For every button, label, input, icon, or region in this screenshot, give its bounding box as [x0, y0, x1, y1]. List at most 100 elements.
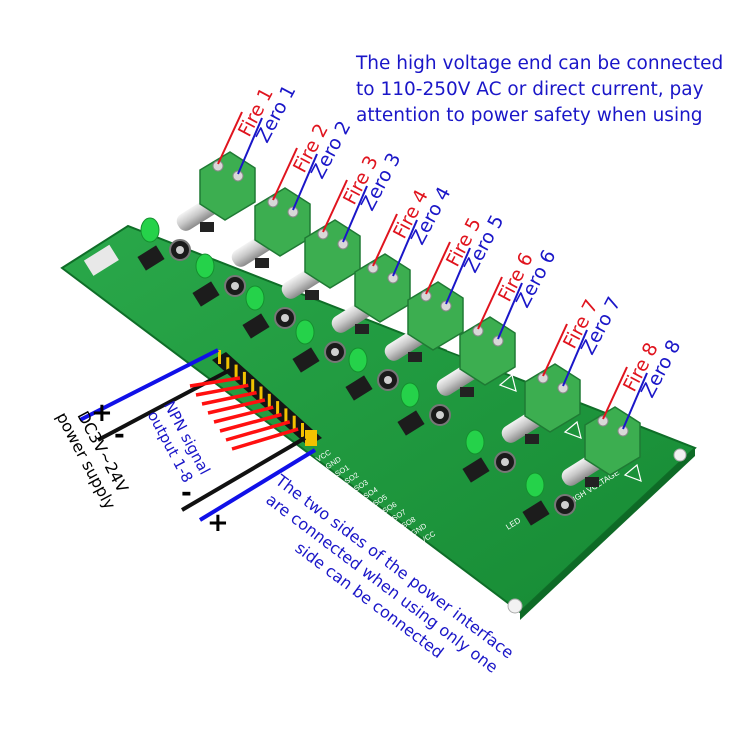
fire-pointer-line — [322, 179, 348, 233]
terminal-screw-fire — [367, 262, 379, 274]
capacitor-top — [281, 314, 289, 322]
header-pin — [292, 415, 296, 430]
signal-wire-7 — [225, 420, 291, 442]
pointer-lines — [217, 111, 648, 430]
channel-6 — [397, 316, 517, 436]
optocoupler-chip — [292, 347, 320, 373]
terminal-block — [254, 187, 311, 257]
terminal-block — [407, 281, 464, 351]
signal-wire-5 — [213, 405, 274, 424]
signal-wire-6 — [219, 412, 282, 433]
fire-pointer-line — [372, 213, 398, 267]
optocoupler-chip — [462, 457, 490, 483]
green-led — [295, 319, 315, 345]
capacitor-top — [384, 376, 392, 384]
positive-wire-bottom — [198, 448, 317, 522]
terminal-screw-fire — [420, 290, 432, 302]
zero-pointer-line — [622, 372, 648, 430]
optocoupler-chip — [397, 410, 425, 436]
signal-wire-1 — [189, 376, 241, 388]
header-pin — [234, 364, 238, 379]
green-led — [195, 253, 215, 279]
terminal-screw-zero — [557, 382, 569, 394]
terminal-screw-zero — [440, 300, 452, 312]
header-pin — [301, 423, 304, 437]
mounting-hole — [507, 598, 523, 614]
header-pin-end — [305, 430, 317, 446]
channel-2 — [192, 187, 312, 307]
channel-1 — [137, 151, 257, 271]
capacitor-top — [436, 411, 444, 419]
terminal-screw-fire — [472, 325, 484, 337]
warning-triangle-silkscreen — [498, 373, 517, 392]
signal-wire-2 — [195, 383, 249, 397]
fire-pointer-line — [272, 147, 298, 201]
triac — [408, 352, 422, 362]
fire-pointer-line — [477, 276, 503, 330]
green-led — [348, 347, 368, 373]
fire-pointer-line — [542, 323, 568, 377]
terminal-screw-zero — [617, 425, 629, 437]
mounting-hole — [673, 448, 687, 462]
zero-pointer-line — [562, 329, 588, 387]
terminal-block — [354, 253, 411, 323]
header-pin — [242, 371, 246, 386]
fire-pointer-line — [217, 111, 243, 165]
terminal-screw-fire — [597, 415, 609, 427]
terminal-screw-fire — [212, 160, 224, 172]
negative-wire-bottom — [180, 436, 307, 512]
fire-pointer-line — [602, 366, 628, 420]
terminal-block — [304, 219, 361, 289]
pcb-edge — [520, 448, 695, 620]
channel-5 — [345, 281, 465, 401]
warning-triangle-silkscreen — [623, 463, 642, 482]
plus-sign-bottom: + — [207, 508, 229, 538]
optocoupler-chip — [522, 500, 550, 526]
green-led — [400, 382, 420, 408]
plus-sign-top: + — [91, 398, 113, 428]
positive-wire-top — [79, 348, 219, 422]
zero-pointer-line — [497, 282, 523, 340]
signal-wire-3 — [201, 390, 257, 406]
terminal-screw-zero — [337, 238, 349, 250]
terminal-screw-fire — [537, 372, 549, 384]
channel-4 — [292, 253, 412, 373]
triac — [525, 434, 539, 444]
zero-pointer-line — [237, 117, 263, 175]
zero-pointer-line — [445, 247, 471, 305]
header-pin — [218, 350, 221, 364]
optocoupler-chip — [345, 375, 373, 401]
optocoupler-chip — [192, 281, 220, 307]
channel-3 — [242, 219, 362, 339]
terminal-block — [199, 151, 256, 221]
triac — [585, 477, 599, 487]
terminal-screw-zero — [387, 272, 399, 284]
green-led — [465, 429, 485, 455]
capacitor-top — [501, 458, 509, 466]
header-pin — [259, 386, 263, 401]
voltage-notice-line-1: The high voltage end can be connected — [356, 53, 724, 74]
header-pin — [276, 401, 280, 416]
header-pin — [251, 379, 255, 394]
triac — [255, 258, 269, 268]
zero-pointer-line — [292, 153, 318, 211]
green-led — [245, 285, 265, 311]
header-pin — [267, 393, 271, 408]
triac — [200, 222, 214, 232]
triac — [355, 324, 369, 334]
optocoupler-chip — [137, 245, 165, 271]
minus-sign-bottom: - — [181, 478, 192, 508]
channel-7 — [462, 363, 582, 483]
zero-pointer-line — [392, 219, 418, 277]
terminal-screw-zero — [492, 335, 504, 347]
pin-header — [212, 350, 322, 446]
header-pin — [284, 408, 288, 423]
terminal-screw-zero — [232, 170, 244, 182]
voltage-notice-line-3: attention to power safety when using — [356, 105, 703, 126]
channel-8 — [522, 406, 642, 526]
triac — [460, 387, 474, 397]
green-led — [525, 472, 545, 498]
optocoupler-chip — [242, 313, 270, 339]
signal-wire-4 — [207, 398, 266, 415]
